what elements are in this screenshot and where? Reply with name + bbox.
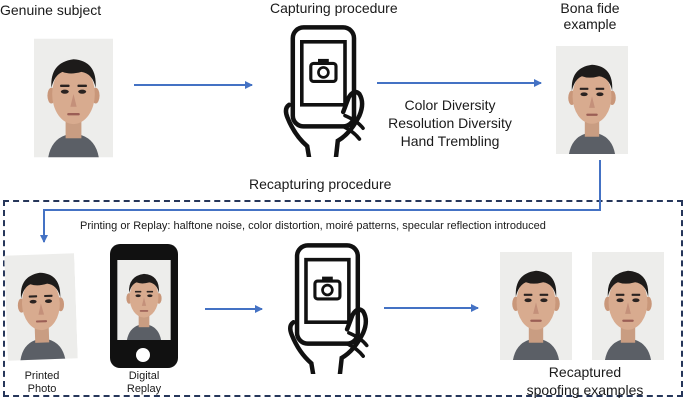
genuine-subject-photo [34,38,113,158]
recaptured-label-line2: spoofing examples [526,382,644,398]
bona-fide-label: Bona fide example [540,0,640,32]
color-diversity-text: Color Diversity [404,97,496,113]
digital-replay-label-line1: Digital [128,370,160,382]
bona-fide-label-line1: Bona fide [560,0,620,16]
recaptured-photo-1 [500,252,572,360]
digital-replay-label: Digital Replay [114,370,174,396]
phone-home-button [136,348,150,362]
resolution-diversity-text: Resolution Diversity [388,115,512,131]
recaptured-photo-2 [592,252,664,360]
recapturing-procedure-label: Recapturing procedure [249,176,392,192]
digital-replay-label-line2: Replay [126,383,162,395]
printed-photo-label-line1: Printed [24,370,60,382]
printed-photo [4,253,78,361]
smartphone-icon [110,244,178,368]
diversity-factors: Color Diversity Resolution Diversity Han… [375,96,525,150]
recaptured-label-line1: Recaptured [548,364,622,380]
hand-held-phone-camera-icon [286,240,376,374]
printed-photo-label: Printed Photo [12,370,72,396]
capturing-procedure-label: Capturing procedure [270,0,398,16]
digital-replay-face [117,260,171,340]
bona-fide-label-line2: example [563,16,617,32]
arrow-bonafide-to-recapture [40,160,601,243]
hand-trembling-text: Hand Trembling [400,133,500,149]
bona-fide-photo [556,46,628,154]
hand-held-phone-camera-icon [282,22,372,157]
printing-replay-note: Printing or Replay: halftone noise, colo… [80,220,546,232]
recapture-region-border [3,200,683,397]
genuine-subject-label: Genuine subject [0,2,102,18]
recaptured-label: Recaptured spoofing examples [510,363,660,399]
printed-photo-label-line2: Photo [27,383,57,395]
